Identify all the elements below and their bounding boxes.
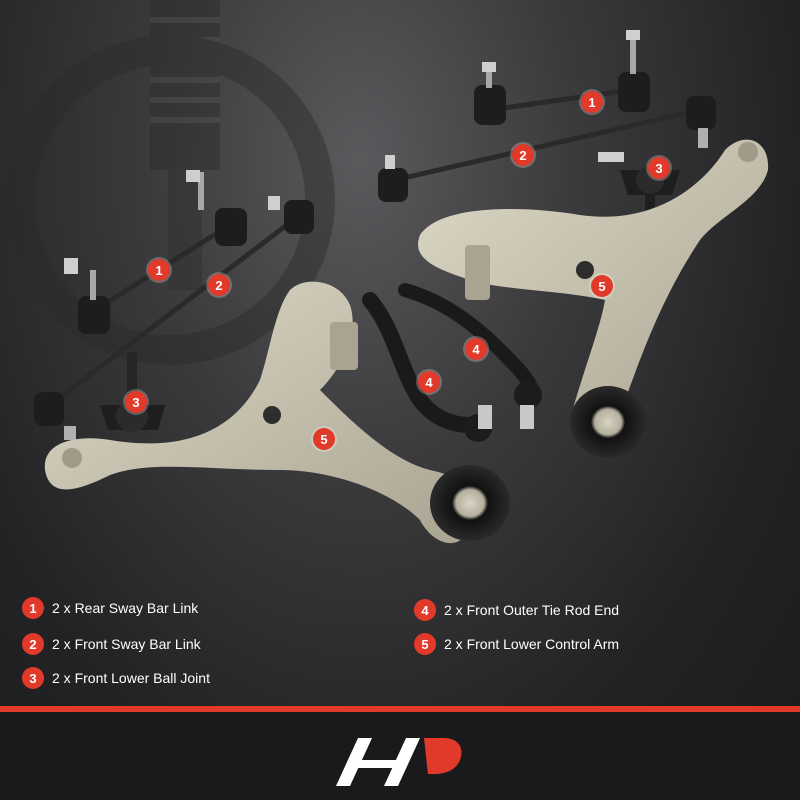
legend-item-front-sway-bar-link: 2 2 x Front Sway Bar Link — [22, 632, 201, 656]
legend-item-label: 2 x Rear Sway Bar Link — [52, 600, 199, 616]
tie-rod-end-upper — [398, 283, 542, 429]
rear-sway-bar-link-right — [474, 30, 650, 125]
legend-item-label: 2 x Front Lower Ball Joint — [52, 670, 210, 686]
callout-badge-control-arm-left: 5 — [313, 428, 335, 450]
callout-badge-tie-rod-upper: 4 — [465, 338, 487, 360]
a-premium-logo-icon — [336, 738, 462, 786]
legend-item-label: 2 x Front Sway Bar Link — [52, 636, 201, 652]
legend-item-rear-sway-bar-link: 1 2 x Rear Sway Bar Link — [22, 596, 198, 620]
legend-item-front-outer-tie-rod-end: 4 2 x Front Outer Tie Rod End — [414, 598, 619, 622]
legend-number-badge: 1 — [22, 597, 44, 619]
callout-badge-ball-joint-right: 3 — [648, 157, 670, 179]
callout-badge-ball-joint-left: 3 — [125, 391, 147, 413]
callout-badge-front-sway-link-left: 2 — [208, 274, 230, 296]
control-arm-right — [418, 139, 769, 458]
parts-legend: 1 2 x Rear Sway Bar Link 2 2 x Front Swa… — [0, 596, 800, 706]
parts-illustration — [5, 0, 769, 544]
legend-item-front-lower-control-arm: 5 2 x Front Lower Control Arm — [414, 632, 619, 656]
legend-number-badge: 5 — [414, 633, 436, 655]
callout-badge-rear-sway-link-right: 1 — [581, 91, 603, 113]
callout-badge-control-arm-right: 5 — [591, 275, 613, 297]
tie-rod-end-lower — [362, 292, 492, 442]
rear-sway-bar-link-left — [64, 170, 247, 334]
control-arm-left — [44, 281, 510, 544]
accent-divider — [0, 706, 800, 712]
callout-badge-front-sway-link-right: 2 — [512, 144, 534, 166]
callout-badge-rear-sway-link-left: 1 — [148, 259, 170, 281]
legend-number-badge: 4 — [414, 599, 436, 621]
legend-item-label: 2 x Front Lower Control Arm — [444, 636, 620, 652]
legend-number-badge: 3 — [22, 667, 44, 689]
front-sway-bar-link-right — [378, 96, 716, 202]
legend-item-label: 2 x Front Outer Tie Rod End — [444, 602, 620, 618]
callout-badge-tie-rod-lower: 4 — [418, 371, 440, 393]
legend-item-front-lower-ball-joint: 3 2 x Front Lower Ball Joint — [22, 666, 210, 690]
background-strut — [5, 0, 335, 365]
legend-number-badge: 2 — [22, 633, 44, 655]
front-sway-bar-link-left — [34, 196, 314, 440]
